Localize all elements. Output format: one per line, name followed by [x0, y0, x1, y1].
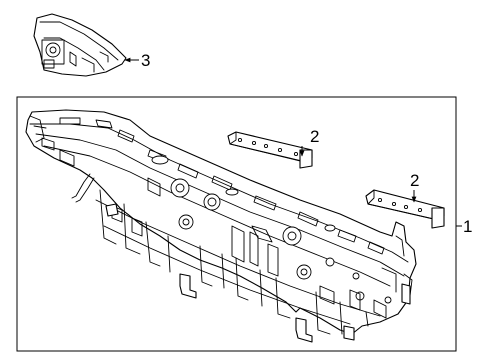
upper-reinforcement-right-part	[365, 189, 445, 229]
upper-reinforcement-left-part	[227, 131, 313, 169]
callout-3-label: 3	[141, 51, 150, 70]
corner-bracket-part	[33, 13, 127, 77]
callout-1-label: 1	[463, 217, 472, 236]
rear-panel-assembly-part	[25, 109, 417, 343]
callout-2b-label: 2	[410, 171, 419, 190]
callout-2a-label: 2	[310, 127, 319, 146]
assembly-frame	[16, 96, 457, 352]
